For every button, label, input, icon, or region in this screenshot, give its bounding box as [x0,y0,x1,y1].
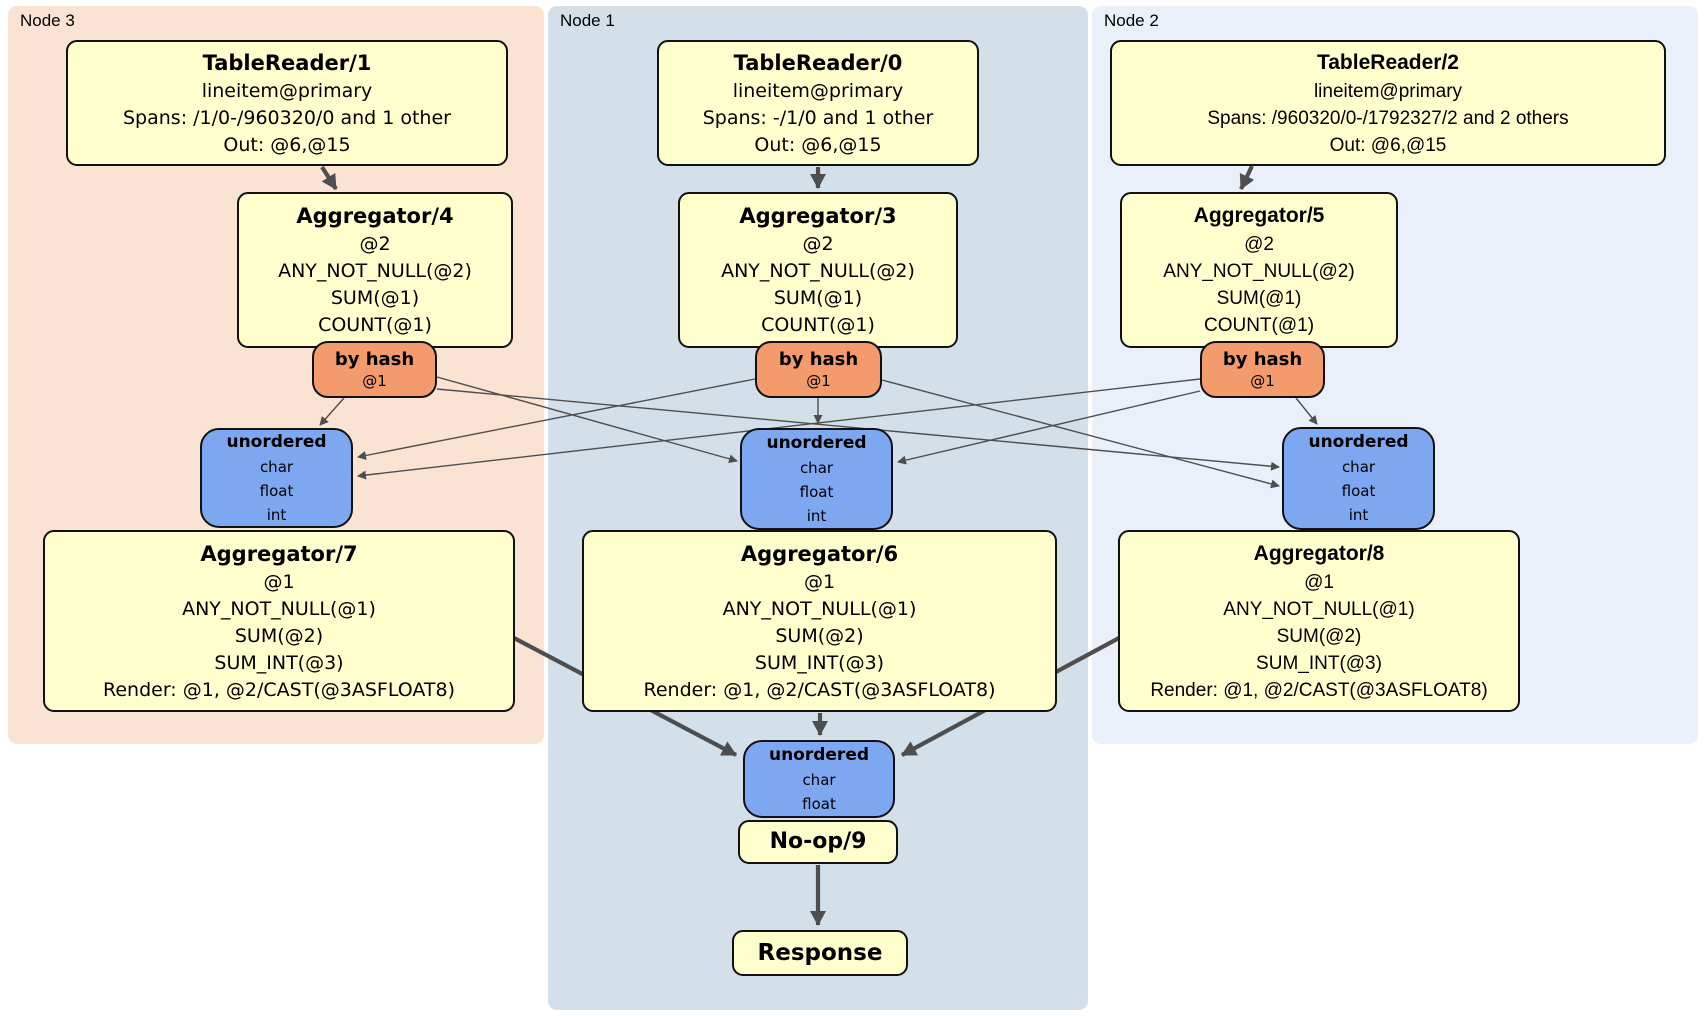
box-line: Render: @1, @2/CAST(@3ASFLOAT8) [103,678,455,701]
box-line: SUM(@1) [773,287,863,309]
box-line: float [802,794,836,813]
box-line: char [259,457,294,476]
box-line: SUM_INT(@3) [1256,652,1382,674]
box-line: COUNT(@1) [1203,315,1315,336]
box-title: Aggregator/7 [200,541,358,566]
box-title: Aggregator/4 [296,204,454,228]
box-line: @1 [803,570,836,593]
box-line: ANY_NOT_NULL(@2) [1163,261,1355,282]
box-title: Aggregator/6 [740,541,899,566]
box-line: SUM(@1) [1216,288,1302,309]
aggregator-6-box: Aggregator/6 @1 ANY_NOT_NULL(@1) SUM(@2)… [582,530,1057,712]
box-line: ANY_NOT_NULL(@1) [1223,598,1415,620]
box-line: @2 [1244,234,1274,255]
box-line: Render: @1, @2/CAST(@3ASFLOAT8) [643,678,996,701]
tablereader-2-box: TableReader/2 lineitem@primary Spans: /9… [1110,40,1666,166]
box-title: TableReader/1 [202,50,372,75]
box-title: TableReader/0 [733,50,903,75]
box-line: Spans: -/1/0 and 1 other [702,106,934,129]
box-line: lineitem@primary [201,79,373,102]
aggregator-4-box: Aggregator/4 @2 ANY_NOT_NULL(@2) SUM(@1)… [237,192,513,348]
node1-label: Node 1 [560,11,615,30]
box-line: ANY_NOT_NULL(@2) [721,260,915,282]
unordered-sync-node3-box: unordered char float int [200,428,353,528]
box-line: Out: @6,@15 [754,133,882,156]
box-title: No-op/9 [769,829,867,854]
box-line: SUM(@1) [330,287,420,309]
unordered-sync-node1-box: unordered char float int [740,428,893,530]
aggregator-3-box: Aggregator/3 @2 ANY_NOT_NULL(@2) SUM(@1)… [678,192,958,348]
box-line: ANY_NOT_NULL(@1) [722,597,917,620]
box-title: by hash [1222,349,1303,370]
box-line: Render: @1, @2/CAST(@3ASFLOAT8) [1150,679,1488,701]
box-line: Out: @6,@15 [223,133,351,156]
node3-label: Node 3 [20,11,75,30]
aggregator-7-box: Aggregator/7 @1 ANY_NOT_NULL(@1) SUM(@2)… [43,530,515,712]
box-line: float [1341,482,1376,500]
box-title: unordered [766,432,867,453]
tablereader-1-box: TableReader/1 lineitem@primary Spans: /1… [66,40,508,166]
box-line: char [1341,458,1376,476]
box-title: Aggregator/8 [1253,541,1385,565]
box-line: float [259,481,294,500]
tablereader-0-box: TableReader/0 lineitem@primary Spans: -/… [657,40,979,166]
box-title: TableReader/2 [1316,50,1459,74]
box-line: Spans: /960320/0-/1792327/2 and 2 others [1207,107,1569,129]
box-line: SUM_INT(@3) [214,651,344,674]
box-title: Response [757,940,883,966]
aggregator-5-box: Aggregator/5 @2 ANY_NOT_NULL(@2) SUM(@1)… [1120,192,1398,348]
unordered-final-sync-box: unordered char float [743,740,895,818]
aggregator-8-box: Aggregator/8 @1 ANY_NOT_NULL(@1) SUM(@2)… [1118,530,1520,712]
box-line: float [799,482,834,501]
hash-router-node3-box: by hash @1 [312,341,437,398]
box-line: @2 [802,233,834,255]
box-line: int [1348,506,1369,524]
box-title: by hash [334,349,415,370]
box-line: int [266,505,287,524]
box-line: ANY_NOT_NULL(@2) [278,260,472,282]
unordered-sync-node2-box: unordered char float int [1282,427,1435,530]
box-line: lineitem@primary [732,79,904,102]
box-line: SUM(@2) [775,624,864,647]
box-line: @1 [806,372,831,390]
response-box: Response [732,930,908,976]
box-line: SUM(@2) [234,624,324,647]
box-line: SUM_INT(@3) [754,651,885,674]
box-line: COUNT(@1) [318,314,432,336]
box-title: by hash [778,349,859,370]
box-title: unordered [226,431,327,452]
box-title: Aggregator/5 [1193,204,1325,227]
box-line: @1 [362,372,387,390]
box-line: ANY_NOT_NULL(@1) [182,597,376,620]
box-line: @2 [359,233,391,255]
box-line: Spans: /1/0-/960320/0 and 1 other [123,106,451,129]
noop-9-box: No-op/9 [738,820,898,864]
node2-label: Node 2 [1104,11,1159,30]
box-line: char [799,458,834,477]
hash-router-node1-box: by hash @1 [755,341,882,398]
box-line: @1 [1250,372,1275,390]
box-title: unordered [1308,432,1409,452]
box-line: int [806,506,827,525]
box-line: COUNT(@1) [761,314,875,336]
box-line: @1 [1304,571,1334,593]
box-title: Aggregator/3 [739,204,897,228]
box-title: unordered [768,744,870,765]
box-line: char [802,770,836,789]
hash-router-node2-box: by hash @1 [1200,341,1325,398]
box-line: @1 [263,570,295,593]
box-line: SUM(@2) [1276,625,1362,647]
box-line: lineitem@primary [1313,80,1463,102]
box-line: Out: @6,@15 [1329,134,1447,156]
